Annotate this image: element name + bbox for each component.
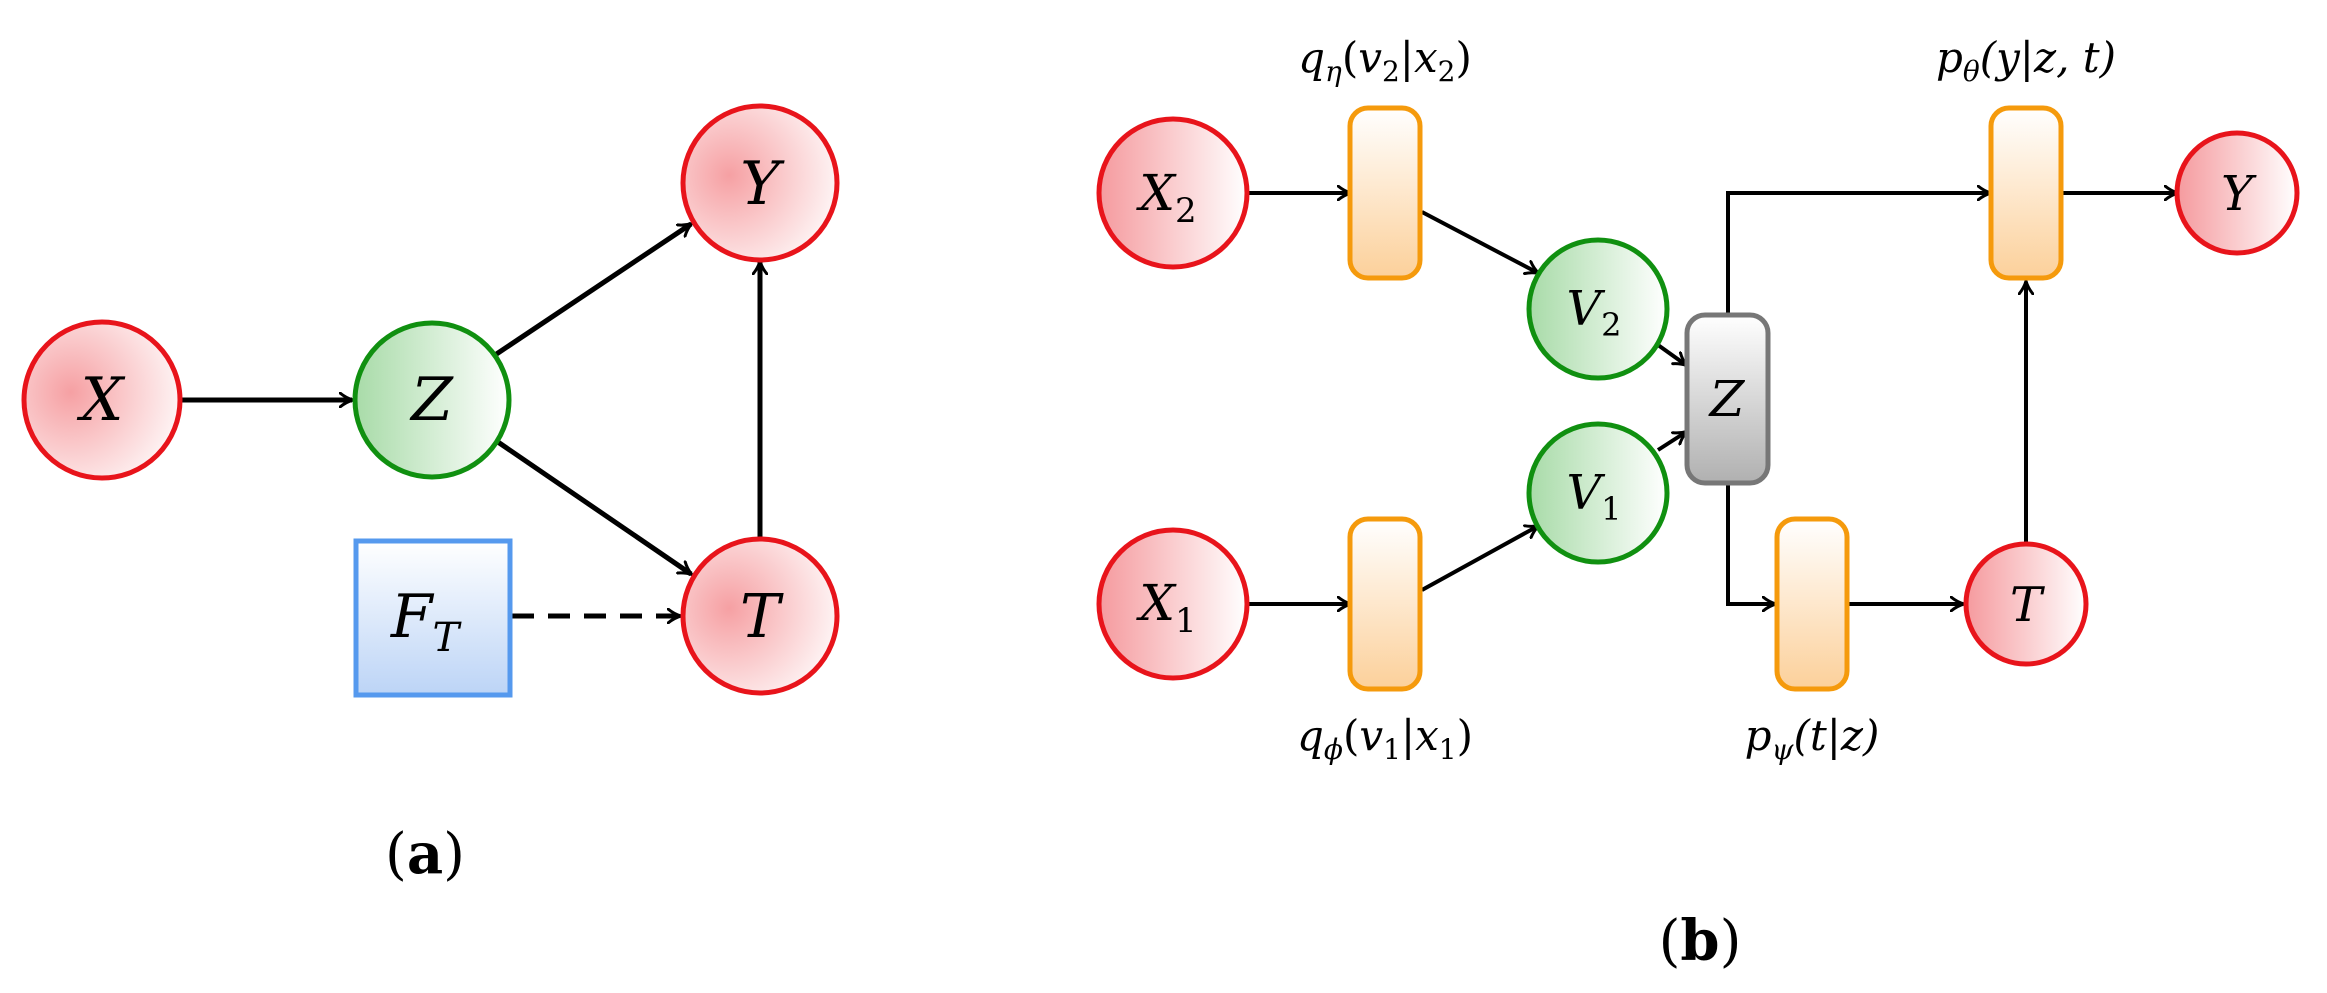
node-z-label: Z [409,365,454,435]
node-x-label: X [77,365,126,435]
label-p-psi: pψ(t|z) [1745,711,1880,766]
label-q-eta: qη(v2|x2) [1298,33,1472,88]
node-t-label: T [740,582,784,652]
edge-z-to-decoder-theta [1726,193,1990,315]
node-y-b-label: Y [2221,166,2257,222]
node-x1: X1 [1096,527,1250,681]
node-t-b-label: T [2010,577,2045,633]
node-v2: V2 [1526,237,1670,381]
decoder-p-psi-block [1774,516,1850,692]
panel-b-caption: (b) [1659,908,1742,974]
node-y: Y [680,103,840,263]
edge-encoder-phi-to-v1 [1421,526,1538,592]
node-v1: V1 [1526,421,1670,565]
node-feature-ft: FT [353,538,513,698]
encoder-q-eta-block [1347,105,1423,281]
node-t: T [680,536,840,696]
node-x2-label: X2 [1135,164,1196,231]
node-z-latent-label: Z [1708,370,1746,428]
edge-v1-to-z [1656,432,1686,452]
edge-v2-to-z [1656,343,1686,365]
node-y-b: Y [2174,130,2300,256]
edge-encoder-eta-to-v2 [1421,210,1538,273]
node-x: X [21,319,183,481]
label-q-phi: qϕ(v1|x1) [1297,711,1473,766]
panel-a: X Z Y T FT (a) [21,103,840,887]
node-x1-label: X1 [1135,574,1196,641]
node-y-label: Y [740,149,785,219]
node-t-b: T [1963,541,2089,667]
label-p-theta: pθ(y|z, t) [1936,33,2116,88]
edge-z-to-y [493,221,691,358]
panel-a-caption: (a) [385,821,465,887]
panel-b: X2 X1 V2 V1 Z T Y qη( [1096,33,2300,974]
encoder-q-phi-block [1347,516,1423,692]
edge-z-to-t [493,437,691,574]
node-v1-label: V1 [1566,465,1621,528]
node-v2-label: V2 [1566,281,1621,344]
node-z-latent: Z [1684,312,1771,486]
node-x2: X2 [1096,116,1250,270]
node-ft-label: FT [390,582,463,661]
node-z: Z [352,320,512,480]
edge-z-to-decoder-psi [1726,483,1775,604]
decoder-p-theta-block [1988,105,2064,281]
